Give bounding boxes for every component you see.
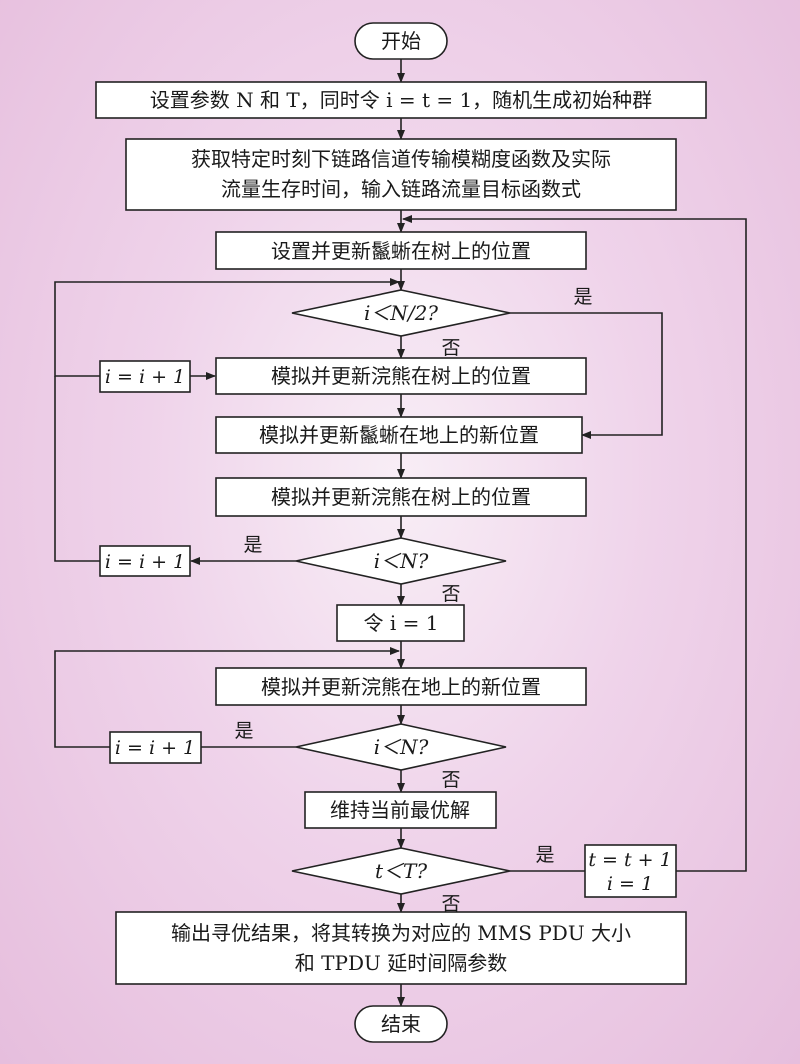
cond-t-no-label: 否 xyxy=(441,893,460,915)
cond-n2-label: i＜N? xyxy=(374,735,429,759)
output-label-line2: 和 TPDU 延时间隔参数 xyxy=(295,951,507,975)
node-set-i: 令 i = 1 xyxy=(336,604,465,642)
cond-n1-no-label: 否 xyxy=(441,583,460,605)
cond-n2-yes-label: 是 xyxy=(234,720,253,742)
inc-i-2-label: i = i + 1 xyxy=(105,551,185,573)
inc-t-label-line2: i = 1 xyxy=(607,873,653,895)
cond-half-label: i＜N/2? xyxy=(364,301,438,325)
arrow-inc3-loop-back xyxy=(54,647,400,748)
node-inc-i-2: i = i + 1 xyxy=(99,545,191,577)
inc-t-label-line1: t = t + 1 xyxy=(588,849,671,871)
node-keep-best: 维持当前最优解 xyxy=(304,791,497,829)
end-label: 结束 xyxy=(381,1012,421,1036)
cond-n2-no-label: 否 xyxy=(441,769,460,791)
node-output: 输出寻优结果，将其转换为对应的 MMS PDU 大小 和 TPDU 延时间隔参数 xyxy=(115,911,687,985)
node-sim-raccoon-tree-2: 模拟并更新浣熊在树上的位置 xyxy=(215,477,587,517)
decision-t: t＜T? xyxy=(291,847,511,895)
arrow-outer-loop-back xyxy=(402,215,747,872)
node-acquire: 获取特定时刻下链路信道传输模糊度函数及实际 流量生存时间，输入链路流量目标函数式 xyxy=(125,138,677,211)
node-update-squirrel-tree: 设置并更新鬣蜥在树上的位置 xyxy=(215,231,587,270)
inc-i-3-label: i = i + 1 xyxy=(115,737,195,759)
node-inc-t: t = t + 1 i = 1 xyxy=(584,844,677,898)
sim-raccoon-tree-1-label: 模拟并更新浣熊在树上的位置 xyxy=(271,364,531,388)
connectors xyxy=(54,59,747,1007)
node-sim-raccoon-ground: 模拟并更新浣熊在地上的新位置 xyxy=(215,667,587,706)
decision-half: i＜N/2? xyxy=(291,289,511,337)
node-set-params: 设置参数 N 和 T，同时令 i = t = 1，随机生成初始种群 xyxy=(95,81,707,119)
start-label: 开始 xyxy=(381,29,421,53)
output-label-line1: 输出寻优结果，将其转换为对应的 MMS PDU 大小 xyxy=(171,921,631,945)
node-inc-i-1: i = i + 1 xyxy=(99,360,191,393)
arrow-cond-half-yes xyxy=(510,312,663,439)
arrow-inc1-loop-back xyxy=(54,278,400,377)
cond-half-no-label: 否 xyxy=(441,337,460,359)
sim-raccoon-ground-label: 模拟并更新浣熊在地上的新位置 xyxy=(261,675,541,699)
node-sim-squirrel-ground: 模拟并更新鬣蜥在地上的新位置 xyxy=(215,416,583,454)
cond-t-yes-label: 是 xyxy=(535,844,554,866)
decision-n2: i＜N? xyxy=(295,723,507,771)
inc-i-1-label: i = i + 1 xyxy=(105,366,185,388)
node-inc-i-3: i = i + 1 xyxy=(109,731,202,764)
acquire-label-line1: 获取特定时刻下链路信道传输模糊度函数及实际 xyxy=(191,147,611,171)
cond-t-label: t＜T? xyxy=(375,859,427,883)
arrow-inc2-loop-back xyxy=(54,376,100,562)
sim-raccoon-tree-2-label: 模拟并更新浣熊在树上的位置 xyxy=(271,485,531,509)
cond-n1-yes-label: 是 xyxy=(243,534,262,556)
acquire-label-line2: 流量生存时间，输入链路流量目标函数式 xyxy=(221,177,581,201)
cond-half-yes-label: 是 xyxy=(573,286,592,308)
keep-best-label: 维持当前最优解 xyxy=(330,798,470,822)
set-i-label: 令 i = 1 xyxy=(364,611,439,635)
cond-n1-label: i＜N? xyxy=(374,549,429,573)
node-end: 结束 xyxy=(354,1005,448,1043)
node-start: 开始 xyxy=(354,22,448,60)
set-params-label: 设置参数 N 和 T，同时令 i = t = 1，随机生成初始种群 xyxy=(150,88,652,112)
sim-squirrel-ground-label: 模拟并更新鬣蜥在地上的新位置 xyxy=(259,423,539,447)
node-sim-raccoon-tree-1: 模拟并更新浣熊在树上的位置 xyxy=(215,357,587,395)
decision-n1: i＜N? xyxy=(295,537,507,585)
update-squirrel-tree-label: 设置并更新鬣蜥在树上的位置 xyxy=(271,239,531,263)
